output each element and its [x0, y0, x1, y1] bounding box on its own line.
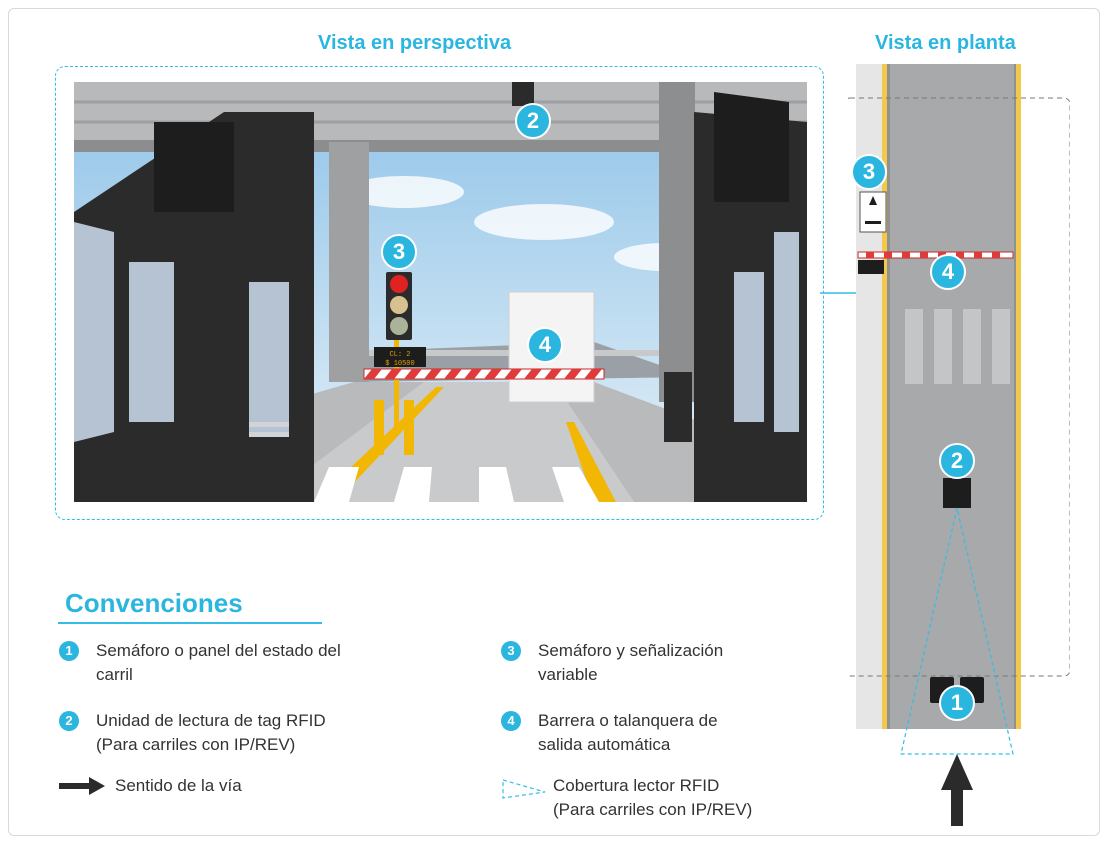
legend-item-4: 4 Barrera o talanquera de salida automát…	[501, 709, 801, 759]
legend-text-4: Barrera o talanquera de salida automátic…	[538, 711, 718, 754]
badge-barrier: 4	[527, 327, 563, 363]
perspective-title: Vista en perspectiva	[318, 32, 512, 54]
toll-plaza-perspective: CL: 2 $ 10500	[74, 82, 807, 502]
arrow-right-icon	[59, 777, 105, 795]
plan-badge-barrier: 4	[930, 254, 966, 290]
legend-number-3: 3	[501, 641, 521, 661]
sign-line-1: CL: 2	[389, 351, 410, 359]
conventions-title: Convenciones	[65, 588, 243, 618]
legend-item-direction: Sentido de la vía	[59, 774, 439, 800]
legend-item-coverage: Cobertura lector RFID (Para carriles con…	[501, 774, 821, 824]
plan-badge-lane-status: 1	[939, 685, 975, 721]
badge-traffic-light: 3	[381, 234, 417, 270]
plan-badge-rfid: 2	[939, 443, 975, 479]
legend-number-4: 4	[501, 711, 521, 731]
plan-badge-sign: 3	[851, 154, 887, 190]
legend-text-2: Unidad de lectura de tag RFID (Para carr…	[96, 711, 326, 754]
perspective-illustration: CL: 2 $ 10500	[74, 82, 807, 502]
sign-line-2: $ 10500	[385, 360, 414, 368]
legend-text-3: Semáforo y señalización variable	[538, 641, 724, 684]
legend-number-2: 2	[59, 711, 79, 731]
badge-rfid-unit: 2	[515, 103, 551, 139]
conventions-underline	[58, 622, 322, 624]
legend-number-1: 1	[59, 641, 79, 661]
legend-item-1: 1 Semáforo o panel del estado del carril	[59, 639, 439, 689]
plan-title: Vista en planta	[875, 32, 1016, 54]
lane-plan	[843, 64, 1071, 826]
plan-view	[843, 64, 1071, 826]
coverage-triangle-icon	[502, 779, 546, 799]
legend-text-direction: Sentido de la vía	[115, 776, 242, 795]
legend-item-2: 2 Unidad de lectura de tag RFID (Para ca…	[59, 709, 439, 759]
legend-text-1: Semáforo o panel del estado del carril	[96, 641, 341, 684]
legend-text-coverage: Cobertura lector RFID (Para carriles con…	[553, 776, 753, 819]
legend-item-3: 3 Semáforo y señalización variable	[501, 639, 801, 689]
